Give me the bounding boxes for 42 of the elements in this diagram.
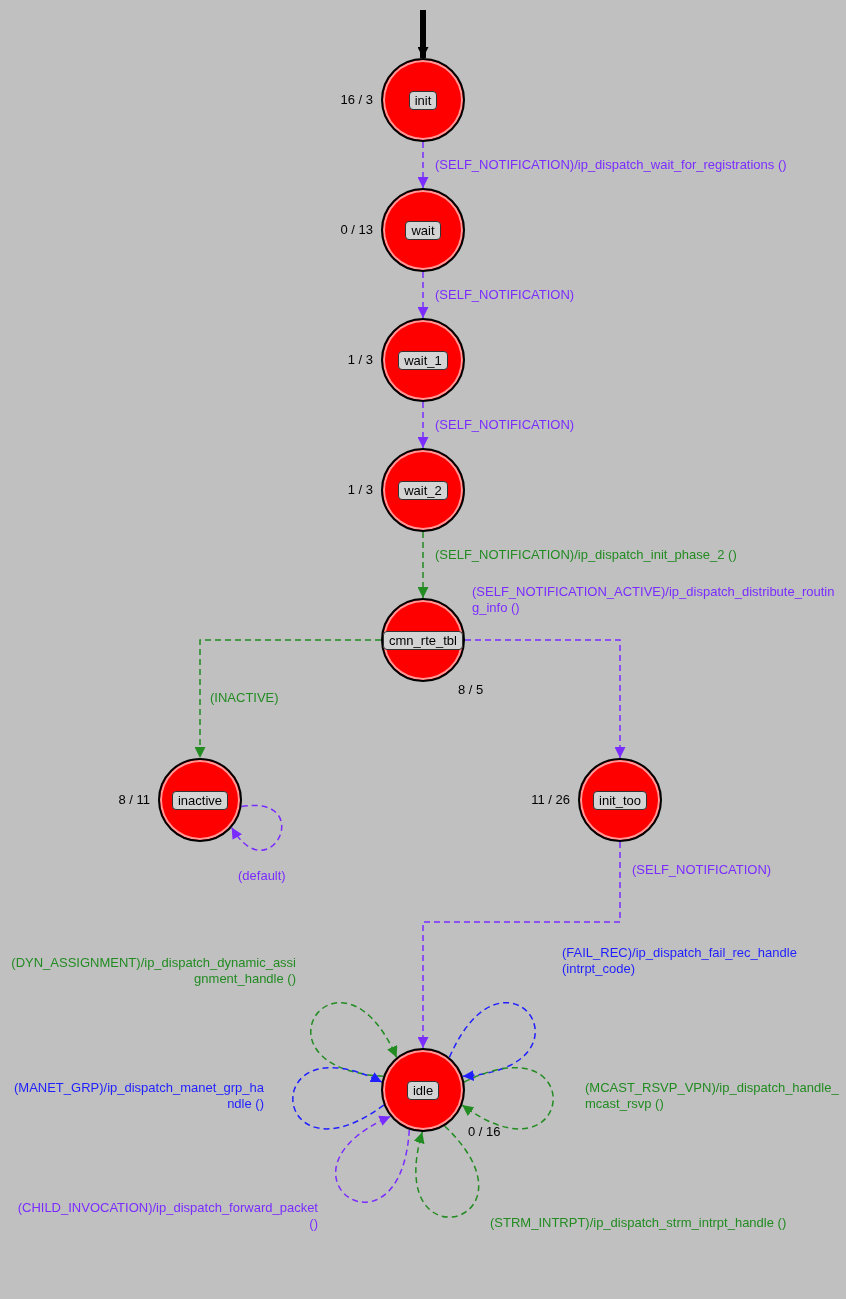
state-name: wait bbox=[405, 220, 441, 240]
transition-arrow bbox=[335, 1115, 411, 1203]
edge-label: (STRM_INTRPT)/ip_dispatch_strm_intrpt_handle () bbox=[490, 1215, 787, 1231]
transition-arrow bbox=[414, 1125, 480, 1218]
transition-arrow bbox=[417, 141, 429, 189]
state-name: idle bbox=[406, 1080, 440, 1100]
transition-arrow bbox=[417, 531, 429, 599]
transition-arrow bbox=[292, 1066, 385, 1129]
edge-label: (SELF_NOTIFICATION) bbox=[435, 287, 575, 303]
transition-arrow bbox=[448, 1002, 536, 1081]
transition-arrow bbox=[230, 804, 283, 852]
state-name: cmn_rte_tbl bbox=[383, 630, 463, 650]
state-name: init bbox=[408, 90, 438, 110]
state-name: init_too bbox=[593, 790, 647, 810]
edge-label: (SELF_NOTIFICATION) bbox=[632, 862, 772, 878]
state-counter: 0 / 13 bbox=[340, 222, 373, 237]
edge-label: (SELF_NOTIFICATION)/ip_dispatch_init_phase_2 () bbox=[435, 547, 737, 563]
initial-state-arrow bbox=[417, 10, 429, 58]
state-circle bbox=[381, 1048, 465, 1132]
transition-arrow bbox=[417, 401, 429, 449]
state-name: wait_2 bbox=[398, 480, 448, 500]
state-counter: 8 / 5 bbox=[458, 682, 484, 697]
transition-arrow bbox=[194, 639, 382, 759]
edge-label: (SELF_NOTIFICATION_ACTIVE)/ip_dispatch_distribute_routing_info () bbox=[472, 584, 837, 616]
transition-arrow bbox=[417, 841, 621, 1049]
transition-arrow bbox=[461, 1066, 554, 1129]
state-counter: 1 / 3 bbox=[347, 482, 373, 497]
edge-label: (SELF_NOTIFICATION)/ip_dispatch_wait_for_registrations () bbox=[435, 157, 787, 173]
transition-arrow bbox=[464, 639, 626, 759]
edge-label: (MCAST_RSVP_VPN)/ip_dispatch_handle_mcast_rsvp () bbox=[585, 1080, 840, 1112]
state-counter: 1 / 3 bbox=[347, 352, 373, 367]
edge-label: (default) bbox=[238, 868, 286, 884]
state-counter: 16 / 3 bbox=[340, 92, 373, 107]
state-counter: 0 / 16 bbox=[468, 1124, 501, 1139]
state-name: wait_1 bbox=[398, 350, 448, 370]
state-counter: 8 / 11 bbox=[118, 792, 150, 807]
state-counter: 11 / 26 bbox=[531, 792, 570, 807]
state-name: inactive bbox=[171, 790, 229, 810]
edge-label: (SELF_NOTIFICATION) bbox=[435, 417, 575, 433]
transition-arrow bbox=[310, 1002, 398, 1078]
transition-arrow bbox=[417, 271, 429, 319]
edge-label: (INACTIVE) bbox=[210, 690, 279, 706]
